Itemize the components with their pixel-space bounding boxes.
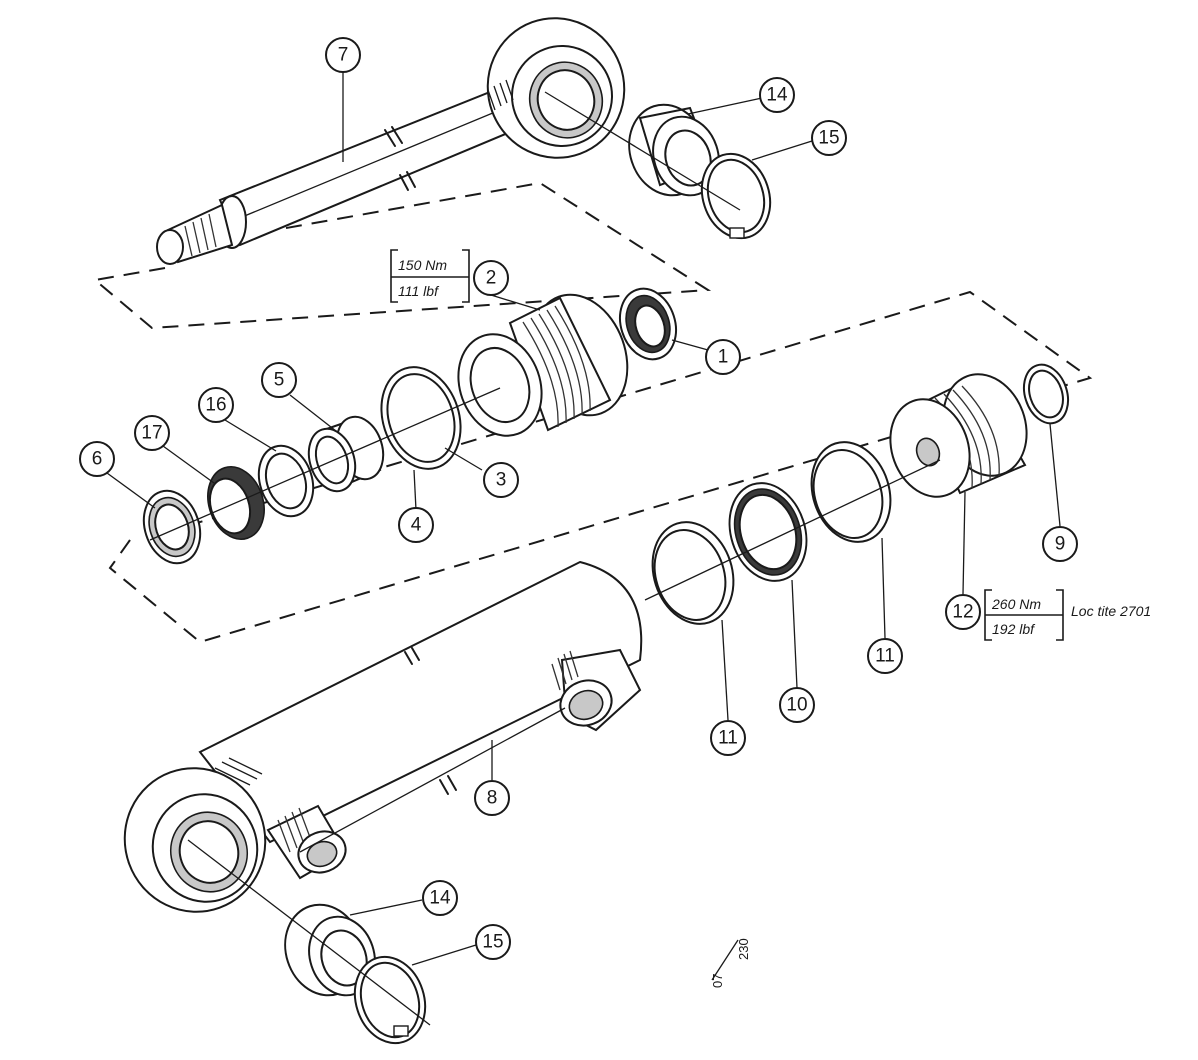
gland: [457, 293, 629, 437]
svg-text:10: 10: [786, 695, 807, 716]
piston-rod: [156, 17, 626, 265]
centre-lines: [149, 91, 941, 1026]
callout-6: 6: [79, 441, 115, 477]
svg-text:17: 17: [141, 423, 162, 444]
callout-11-right: 11: [867, 638, 903, 674]
callout-15-bottom: 15: [475, 924, 511, 960]
torque-gland-metric: 150 Nm: [398, 257, 447, 273]
callout-4: 4: [398, 507, 434, 543]
svg-text:7: 7: [338, 45, 349, 66]
callout-14-bottom: 14: [422, 880, 458, 916]
doc-ref-left: 07: [710, 974, 725, 988]
assembly-outline-lower: [108, 290, 1093, 644]
callout-12: 12: [945, 594, 981, 630]
svg-text:8: 8: [487, 788, 498, 809]
torque-piston-imperial: 192 lbf: [992, 621, 1036, 637]
wiper-seal: [619, 287, 677, 361]
torque-spec-gland: 150 Nm 111 lbf: [390, 249, 470, 303]
svg-text:15: 15: [818, 128, 839, 149]
wear-ring-left: [651, 521, 735, 625]
callout-5: 5: [261, 362, 297, 398]
callout-8: 8: [474, 780, 510, 816]
torque-piston-metric: 260 Nm: [991, 596, 1041, 612]
wiper: [142, 489, 202, 565]
svg-text:3: 3: [496, 470, 507, 491]
svg-text:11: 11: [718, 728, 738, 749]
threadlocker-note: Loc tite 2701: [1071, 603, 1151, 619]
svg-text:14: 14: [766, 85, 788, 106]
leader-lines: [106, 72, 1061, 966]
document-reference: 07 230: [710, 938, 751, 988]
callout-10: 10: [779, 687, 815, 723]
wear-ring-right: [810, 441, 892, 543]
o-ring-gland: [380, 366, 462, 470]
cylinder-barrel: [123, 560, 643, 913]
callout-14-top: 14: [759, 77, 795, 113]
callout-2: 2: [473, 260, 509, 296]
svg-text:5: 5: [274, 370, 285, 391]
svg-text:16: 16: [205, 395, 226, 416]
svg-text:9: 9: [1055, 534, 1066, 555]
callout-9: 9: [1042, 526, 1078, 562]
callout-17: 17: [134, 415, 170, 451]
circlip-bottom: [353, 955, 427, 1045]
svg-text:4: 4: [411, 515, 422, 536]
callout-16: 16: [198, 387, 234, 423]
svg-text:1: 1: [718, 347, 729, 368]
torque-spec-piston: 260 Nm 192 lbf Loc tite 2701: [984, 589, 1151, 641]
assembly-outline-upper: [92, 181, 712, 330]
svg-text:15: 15: [482, 932, 503, 953]
callout-7: 7: [325, 37, 361, 73]
callout-15-top: 15: [811, 120, 847, 156]
callout-11-left: 11: [710, 720, 746, 756]
svg-text:11: 11: [875, 646, 895, 667]
callout-3: 3: [483, 462, 519, 498]
piston-seal: [728, 482, 808, 582]
doc-ref-right: 230: [736, 938, 751, 960]
callout-1: 1: [705, 339, 741, 375]
svg-text:2: 2: [486, 268, 497, 289]
svg-text:12: 12: [952, 602, 973, 623]
torque-gland-imperial: 111 lbf: [398, 283, 440, 299]
svg-text:14: 14: [429, 888, 451, 909]
piston: [889, 373, 1028, 498]
o-ring-piston: [1022, 363, 1070, 425]
svg-text:6: 6: [92, 449, 103, 470]
circlip-top: [700, 152, 772, 240]
bearing-sleeve: [307, 415, 385, 493]
